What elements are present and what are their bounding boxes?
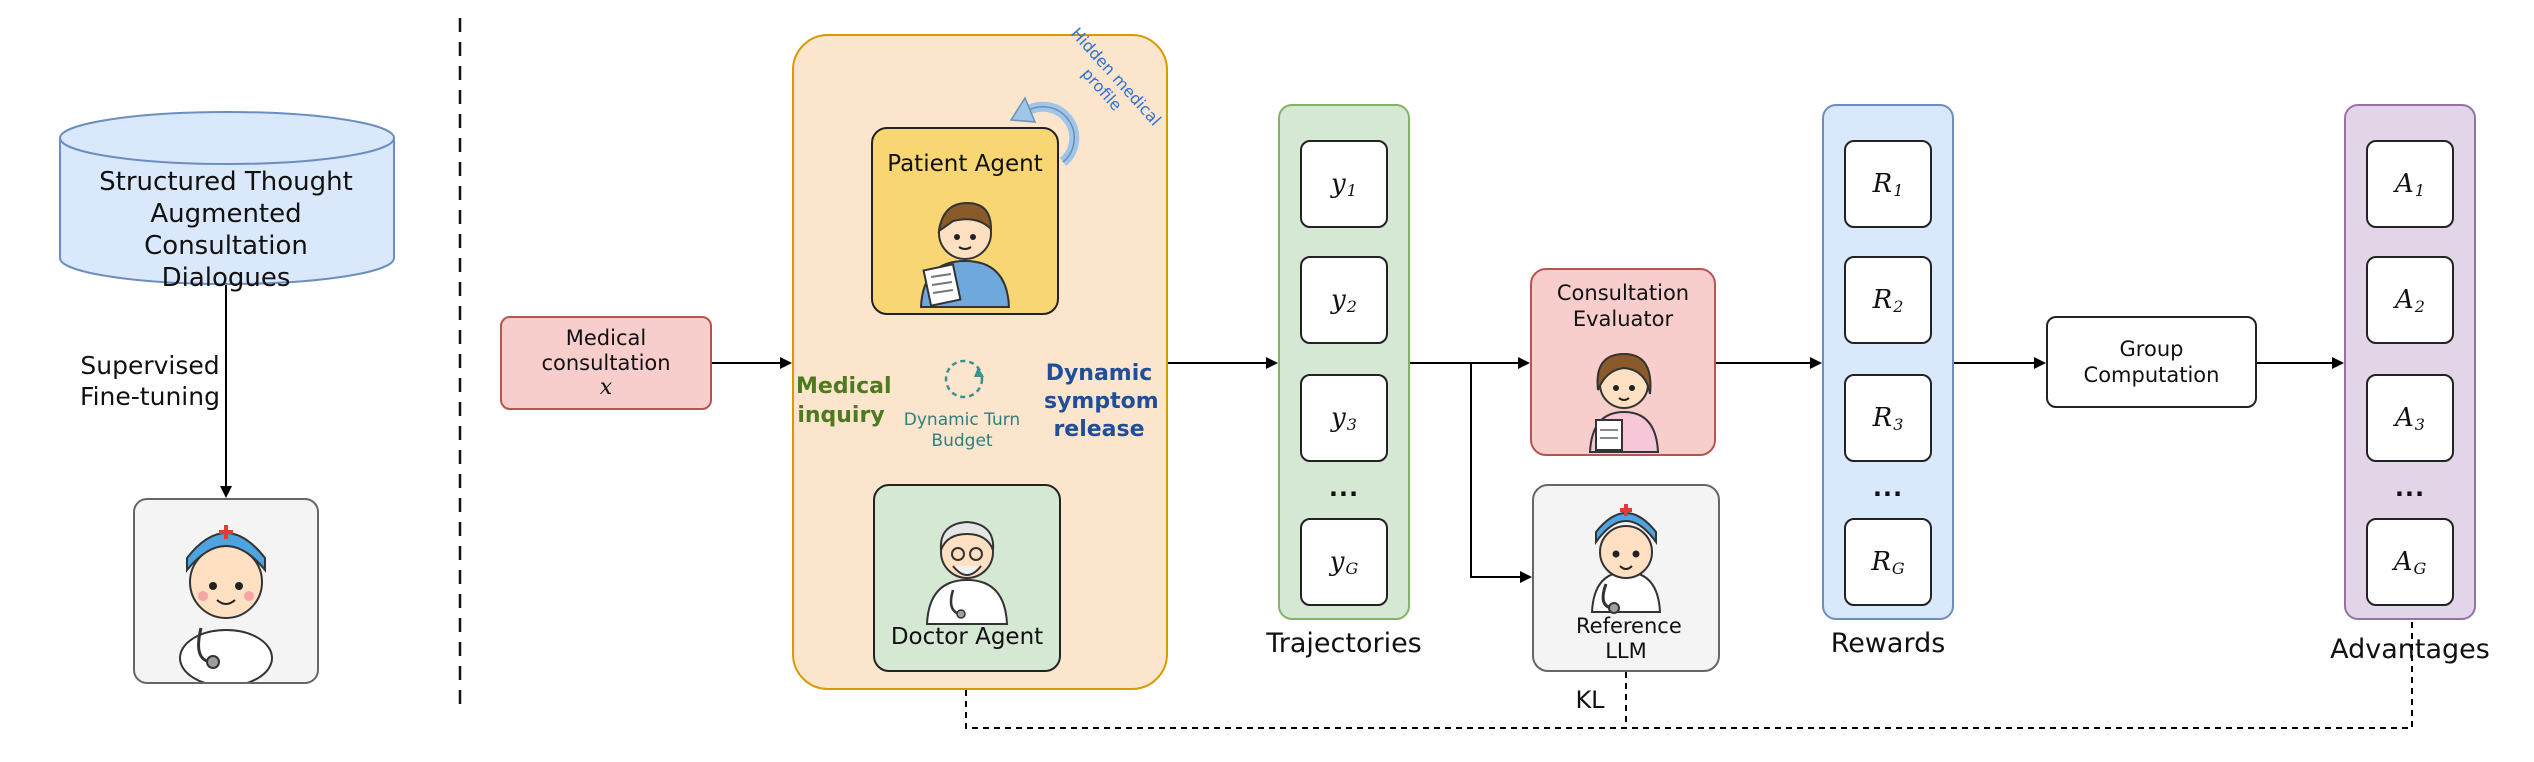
evaluator-box: Consultation Evaluator [1530, 268, 1716, 456]
advantage-ellipsis: ... [2394, 474, 2426, 502]
turn-budget-icon [944, 359, 984, 399]
doctor-agent-box: Doctor Agent [873, 484, 1061, 672]
advantages-label: Advantages [2330, 634, 2490, 665]
database-label: Structured Thought Augmented Consultatio… [99, 167, 353, 293]
cylinder-shape [59, 111, 395, 285]
refresh-cycle-icon [1009, 96, 1080, 166]
patient-agent-box: Patient Agent [871, 127, 1059, 315]
group-computation-label: Group Computation [2083, 337, 2220, 387]
turn-budget-label: Dynamic Turn Budget [903, 410, 1021, 451]
database-cylinder [58, 110, 396, 286]
patient-avatar-icon [919, 201, 1011, 308]
traj-to-ref-arrow [1470, 363, 1532, 583]
trajectory-ellipsis: ... [1328, 474, 1360, 502]
rewards-label: Rewards [1830, 628, 1946, 659]
doctor-avatar-card [133, 498, 319, 687]
reference-llm-box: Reference LLM [1532, 484, 1720, 672]
group-computation-box: Group Computation [2046, 316, 2257, 408]
patient-agent-label: Patient Agent [887, 151, 1043, 177]
input-label: Medical consultation [541, 326, 671, 375]
sft-label: Supervised Fine-tuning [80, 351, 220, 411]
evaluator-label: Consultation Evaluator [1556, 281, 1690, 331]
kl-label: KL [1575, 686, 1605, 714]
input-box: Medical consultation x [500, 316, 712, 410]
evaluator-avatar-icon [1588, 352, 1660, 453]
reference-doctor-icon [1590, 504, 1662, 614]
doctor-agent-label: Doctor Agent [890, 624, 1044, 650]
doctor-avatar-icon [179, 525, 273, 687]
medical-inquiry-label: Medical inquiry [796, 374, 892, 428]
feedback-dashed-line [960, 622, 2413, 729]
senior-doctor-icon [925, 520, 1009, 625]
trajectories-label: Trajectories [1266, 628, 1422, 659]
reward-ellipsis: ... [1872, 474, 1904, 502]
input-variable: x [599, 375, 613, 400]
symptom-release-label: Dynamic symptom release [1044, 361, 1159, 442]
reference-llm-label: Reference LLM [1576, 614, 1682, 663]
